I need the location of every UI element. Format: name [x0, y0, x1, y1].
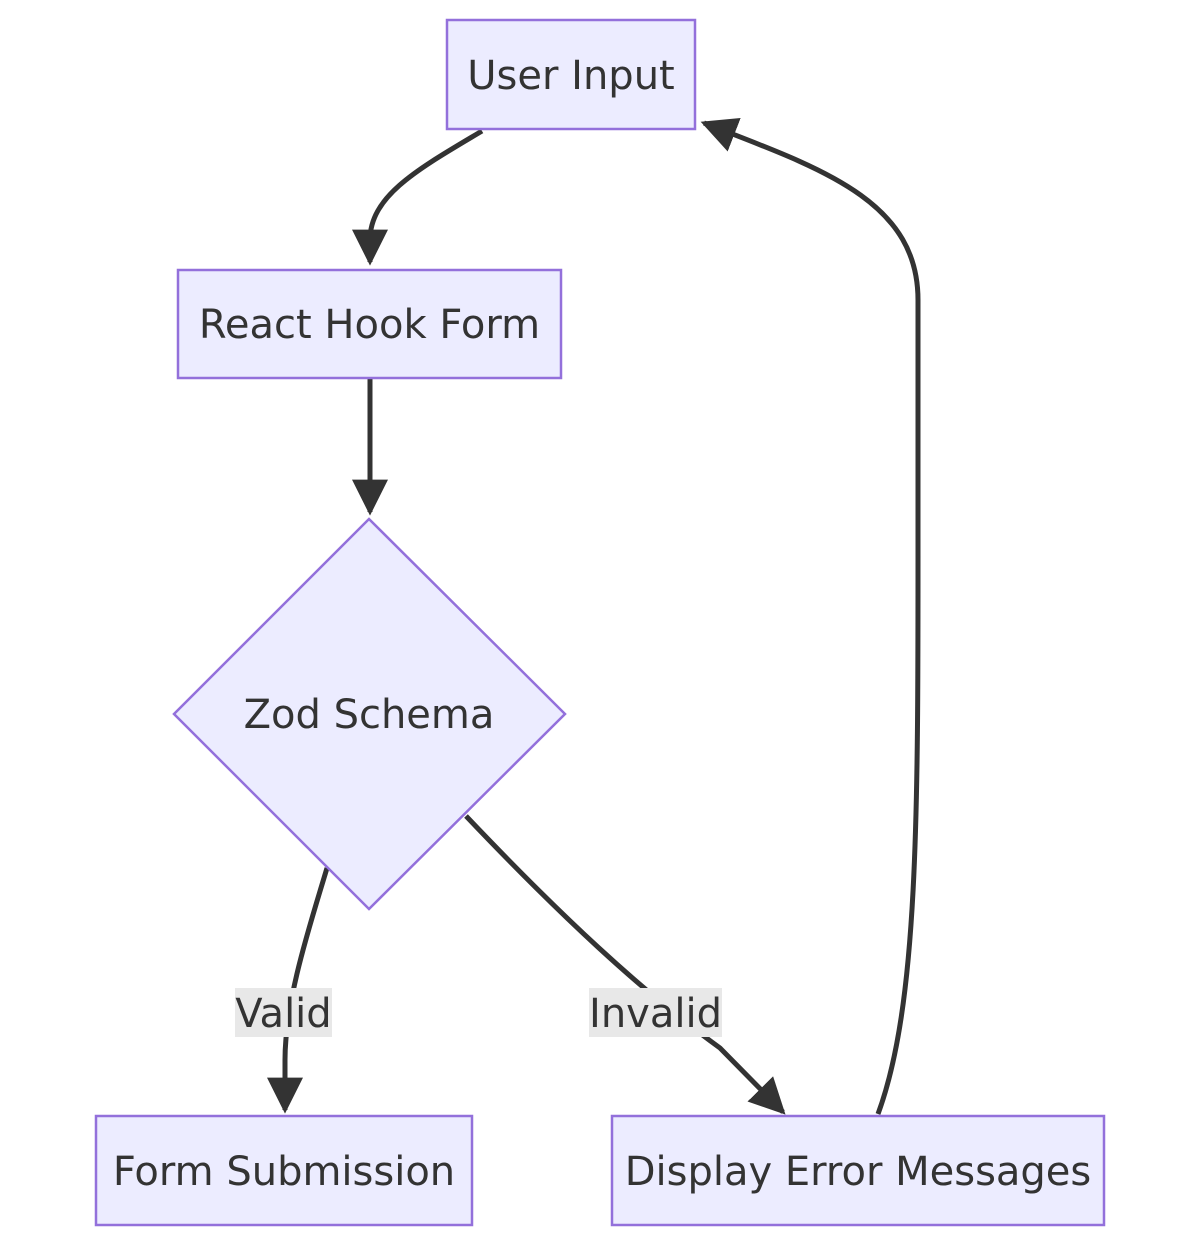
node-form-submission: Form Submission: [94, 1114, 474, 1227]
edge-display-errors-to-user-input: [700, 117, 921, 1115]
edge-label-invalid: Invalid: [589, 988, 722, 1037]
node-zod-schema: Zod Schema: [172, 517, 567, 911]
svg-text:React Hook Form: React Hook Form: [199, 302, 540, 348]
edge-label-valid: Valid: [235, 988, 332, 1037]
node-react-hook-form: React Hook Form: [176, 268, 563, 380]
edge-user-input-to-react-hook-form: [352, 128, 484, 266]
svg-text:Form Submission: Form Submission: [113, 1149, 455, 1195]
edge-zod-schema-to-display-errors: [464, 814, 786, 1115]
svg-text:Display Error Messages: Display Error Messages: [625, 1149, 1092, 1195]
edge-zod-schema-to-form-submission: [267, 867, 330, 1114]
svg-text:User Input: User Input: [467, 53, 674, 99]
svg-text:Zod Schema: Zod Schema: [244, 692, 495, 738]
svg-text:Invalid: Invalid: [589, 991, 722, 1037]
node-display-error-messages: Display Error Messages: [610, 1114, 1106, 1227]
node-user-input: User Input: [445, 18, 697, 131]
svg-text:Valid: Valid: [235, 991, 331, 1037]
